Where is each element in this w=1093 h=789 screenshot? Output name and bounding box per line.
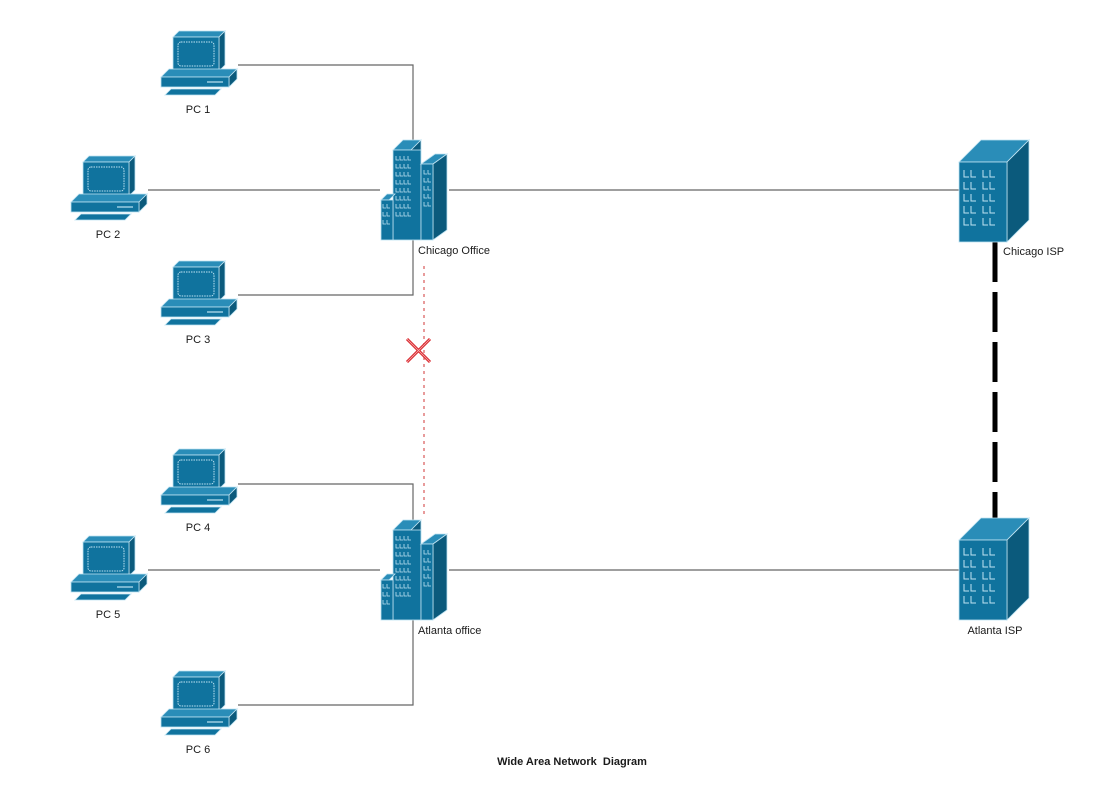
office-building-icon — [380, 139, 448, 241]
node-label: PC 5 — [96, 609, 120, 621]
pc-icon — [160, 260, 238, 326]
node-label: PC 1 — [186, 104, 210, 116]
pc-icon — [160, 30, 238, 96]
links — [148, 64, 998, 706]
pc-icon — [70, 155, 148, 221]
node-chicago-office[interactable]: Chicago Office — [380, 139, 490, 257]
node-pc1[interactable]: PC 1 — [160, 30, 238, 116]
node-label: PC 6 — [186, 744, 210, 756]
link-pc4-atlanta-office[interactable] — [238, 483, 414, 520]
pc-icon — [160, 670, 238, 736]
pc-icon — [160, 448, 238, 514]
isp-building-icon — [958, 139, 1030, 243]
node-label: PC 3 — [186, 334, 210, 346]
link-pc1-chicago-office[interactable] — [238, 64, 414, 140]
node-label: PC 2 — [96, 229, 120, 241]
diagram-title: Wide Area Network Diagram — [497, 756, 647, 768]
node-pc5[interactable]: PC 5 — [70, 535, 148, 621]
node-pc6[interactable]: PC 6 — [160, 670, 238, 756]
node-pc4[interactable]: PC 4 — [160, 448, 238, 534]
link-pc3-chicago-office[interactable] — [238, 240, 414, 296]
node-atlanta-office[interactable]: Atlanta office — [380, 519, 481, 637]
office-building-icon — [380, 519, 448, 621]
node-label: PC 4 — [186, 522, 210, 534]
node-label: Atlanta office — [418, 625, 481, 637]
link-pc6-atlanta-office[interactable] — [238, 620, 414, 706]
isp-building-icon — [958, 517, 1030, 621]
node-label: Chicago ISP — [1003, 246, 1064, 258]
node-atlanta-isp[interactable]: Atlanta ISP — [958, 517, 1030, 637]
node-pc3[interactable]: PC 3 — [160, 260, 238, 346]
pc-icon — [70, 535, 148, 601]
node-label: Chicago Office — [418, 245, 490, 257]
broken-link-x-icon — [405, 337, 432, 364]
node-pc2[interactable]: PC 2 — [70, 155, 148, 241]
node-label: Atlanta ISP — [967, 625, 1022, 637]
node-chicago-isp[interactable]: Chicago ISP — [958, 139, 1064, 258]
